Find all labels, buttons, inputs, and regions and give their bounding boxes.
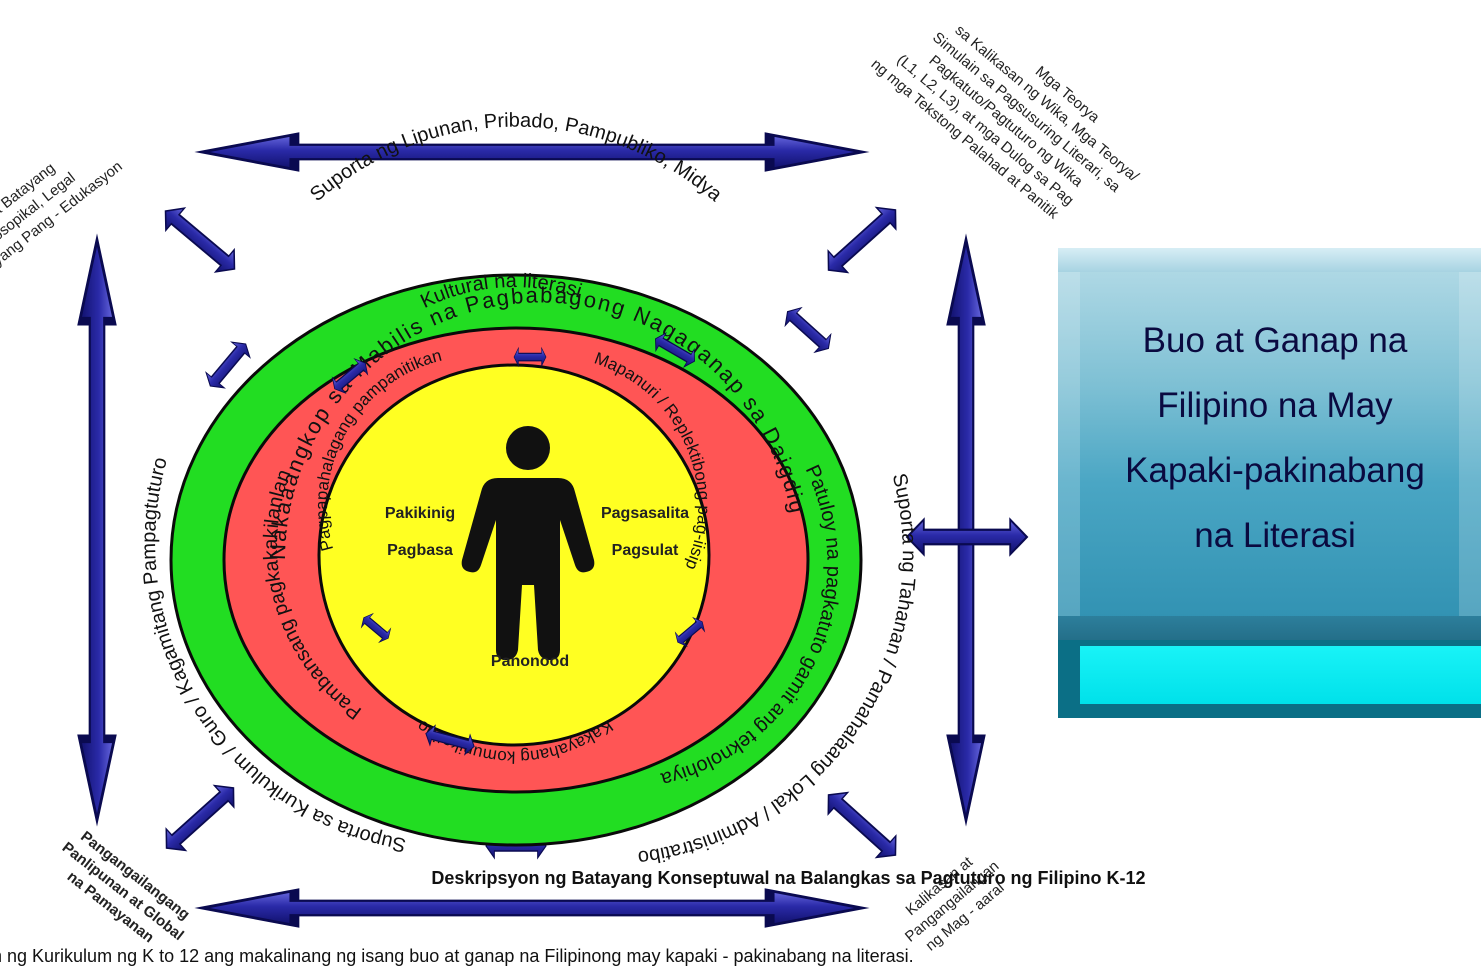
figure-caption: Deskripsyon ng Batayang Konseptuwal na B… — [431, 868, 1146, 888]
corner-top-left: Mga Batayang Pilosopikal, Legal at Teory… — [0, 158, 126, 298]
arrow-top — [202, 135, 862, 170]
goal-box-title: Buo at Ganap na Filipino na May Kapaki-p… — [1080, 308, 1470, 568]
goal-box-bevel-top — [1058, 248, 1481, 272]
goal-box: Buo at Ganap na Filipino na May Kapaki-p… — [1058, 248, 1481, 718]
skill-pagsulat: Pagsulat — [612, 542, 679, 559]
footer-text: in ng Kurikulum ng K to 12 ang makalinan… — [0, 946, 914, 966]
goal-box-bevel-bottom — [1058, 616, 1481, 640]
corner-top-right: Mga Teorya sa Kalikasan ng Wika, Mga Teo… — [868, 22, 1143, 223]
corner-bottom-right: Kalikasan at Pangangailangan ng Mag - aa… — [902, 853, 1008, 955]
goal-box-face — [1058, 248, 1481, 640]
goal-box-cyan-strip — [1080, 646, 1481, 704]
arrow-bottom — [202, 891, 862, 926]
skill-pagbasa: Pagbasa — [387, 542, 453, 559]
goal-line-4: na Literasi — [1194, 516, 1356, 555]
goal-line-3: Kapaki-pakinabang — [1125, 451, 1425, 490]
goal-line-1: Buo at Ganap na — [1142, 321, 1408, 360]
skill-pagsasalita: Pagsasalita — [601, 505, 689, 522]
arrow-left — [80, 240, 115, 820]
skill-panonood: Panonood — [491, 653, 569, 670]
goal-line-2: Filipino na May — [1157, 386, 1393, 425]
skill-pakikinig: Pakikinig — [385, 505, 455, 522]
person-icon — [461, 426, 595, 660]
